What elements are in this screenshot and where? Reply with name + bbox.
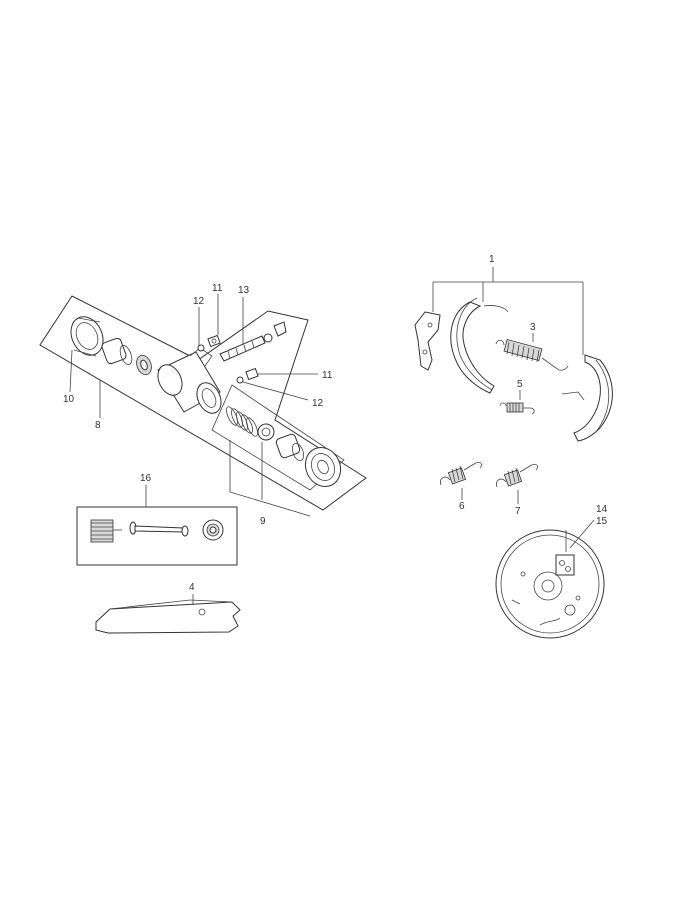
assembly-outline-8 (39, 295, 367, 511)
leader-9 (229, 440, 311, 517)
label-14: 14 (596, 504, 608, 515)
label-15: 15 (596, 516, 608, 527)
kit-pin (129, 521, 189, 537)
label-5: 5 (517, 379, 523, 390)
wheel-cylinder-assembly-group: 10 8 12 11 13 11 12 9 (39, 283, 367, 527)
parking-lever (414, 311, 441, 371)
leader-12b (242, 381, 309, 401)
label-11b: 11 (322, 370, 333, 381)
cylinder-spring (226, 406, 258, 437)
backing-plate-14-15: 14 15 (495, 504, 608, 639)
brake-shoe-group: 1 3 5 (414, 254, 613, 517)
label-3: 3 (530, 322, 536, 333)
return-spring-3 (495, 339, 569, 371)
brake-shoe-right (561, 354, 613, 442)
bleeder-cap (273, 321, 287, 337)
label-4: 4 (189, 582, 195, 593)
dust-boot-right (304, 447, 342, 487)
label-10: 10 (63, 394, 75, 405)
label-9: 9 (260, 516, 266, 527)
adjuster-lever-4: 4 (95, 582, 241, 634)
piston-cup (257, 423, 275, 441)
backing-plate-bracket (555, 554, 575, 576)
brake-shoe-left (450, 297, 509, 394)
label-16: 16 (140, 473, 152, 484)
leader-10 (69, 349, 73, 393)
cylinder-body (157, 347, 222, 414)
leader-1 (432, 267, 584, 355)
kit-spring (90, 519, 122, 543)
hub-ring (533, 571, 563, 601)
piston-right (275, 433, 305, 462)
label-1: 1 (489, 254, 495, 265)
backing-plate-outer (495, 529, 605, 639)
spring-7 (495, 463, 538, 488)
spring-5 (499, 402, 535, 415)
bolt-washer-right (236, 367, 259, 384)
label-12b: 12 (312, 398, 324, 409)
adjuster-kit-16: 16 (76, 473, 238, 566)
kit-box-16 (76, 506, 238, 566)
label-12a: 12 (193, 296, 205, 307)
label-13: 13 (238, 285, 250, 296)
label-11a: 11 (212, 283, 223, 294)
bleeder-screw-13 (219, 333, 273, 362)
piston-left (101, 337, 152, 376)
bolt-washer-top (197, 334, 221, 352)
label-8: 8 (95, 420, 101, 431)
spring-6 (439, 461, 482, 486)
label-7: 7 (515, 506, 521, 517)
label-6: 6 (459, 501, 465, 512)
kit-bearing (202, 519, 224, 541)
dust-boot-left (70, 316, 104, 357)
